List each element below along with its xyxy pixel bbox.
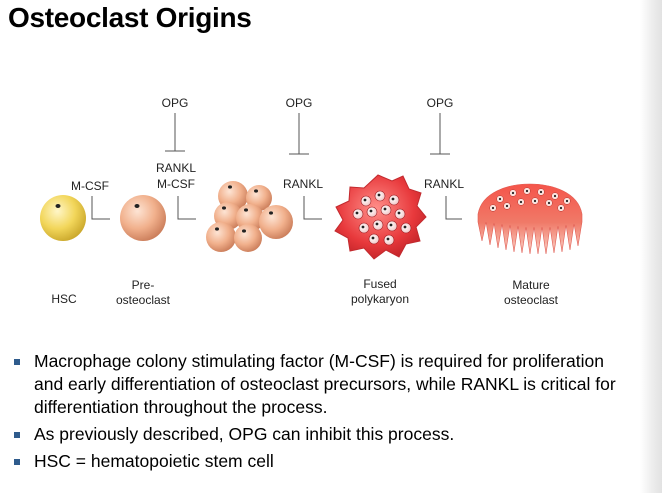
rankl-label: RANKL xyxy=(156,161,196,175)
stage-label-pre: osteoclast xyxy=(116,293,171,307)
bullet-item: HSC = hematopoietic stem cell xyxy=(12,450,632,473)
stage-label-pre: Pre- xyxy=(132,278,155,292)
mcsf-label: M-CSF xyxy=(157,177,195,191)
mature-osteoclast-cell xyxy=(477,183,583,255)
stage-label-fused: polykaryon xyxy=(351,292,409,306)
fused-polykaryon-cell xyxy=(334,174,427,260)
precursor-cluster xyxy=(206,181,293,252)
page-title: Osteoclast Origins xyxy=(8,2,252,33)
mcsf-label: M-CSF xyxy=(71,179,109,193)
slide-edge-shadow xyxy=(640,0,662,493)
opg-label: OPG xyxy=(427,96,454,110)
stage-label-mature: osteoclast xyxy=(504,293,559,307)
bullet-item: Macrophage colony stimulating factor (M-… xyxy=(12,350,632,419)
opg-inhibitor-2: OPG xyxy=(286,96,313,155)
opg-inhibitor-3: OPG xyxy=(427,96,454,155)
bullet-list: Macrophage colony stimulating factor (M-… xyxy=(12,350,632,477)
opg-label: OPG xyxy=(162,96,189,110)
bullet-item: As previously described, OPG can inhibit… xyxy=(12,423,632,446)
step-connectors xyxy=(91,196,462,220)
osteoclast-diagram: OPG OPG OPG M-CSF RANKL M-CSF RANKL RANK… xyxy=(40,96,583,307)
pre-osteoclast-cell xyxy=(120,195,166,241)
opg-inhibitor-1: OPG xyxy=(162,96,189,152)
stage-label-mature: Mature xyxy=(512,278,550,292)
rankl-label: RANKL xyxy=(283,177,323,191)
opg-label: OPG xyxy=(286,96,313,110)
stage-label-fused: Fused xyxy=(363,277,396,291)
stage-label-hsc: HSC xyxy=(51,292,77,306)
rankl-label: RANKL xyxy=(424,177,464,191)
hsc-cell xyxy=(40,195,86,241)
